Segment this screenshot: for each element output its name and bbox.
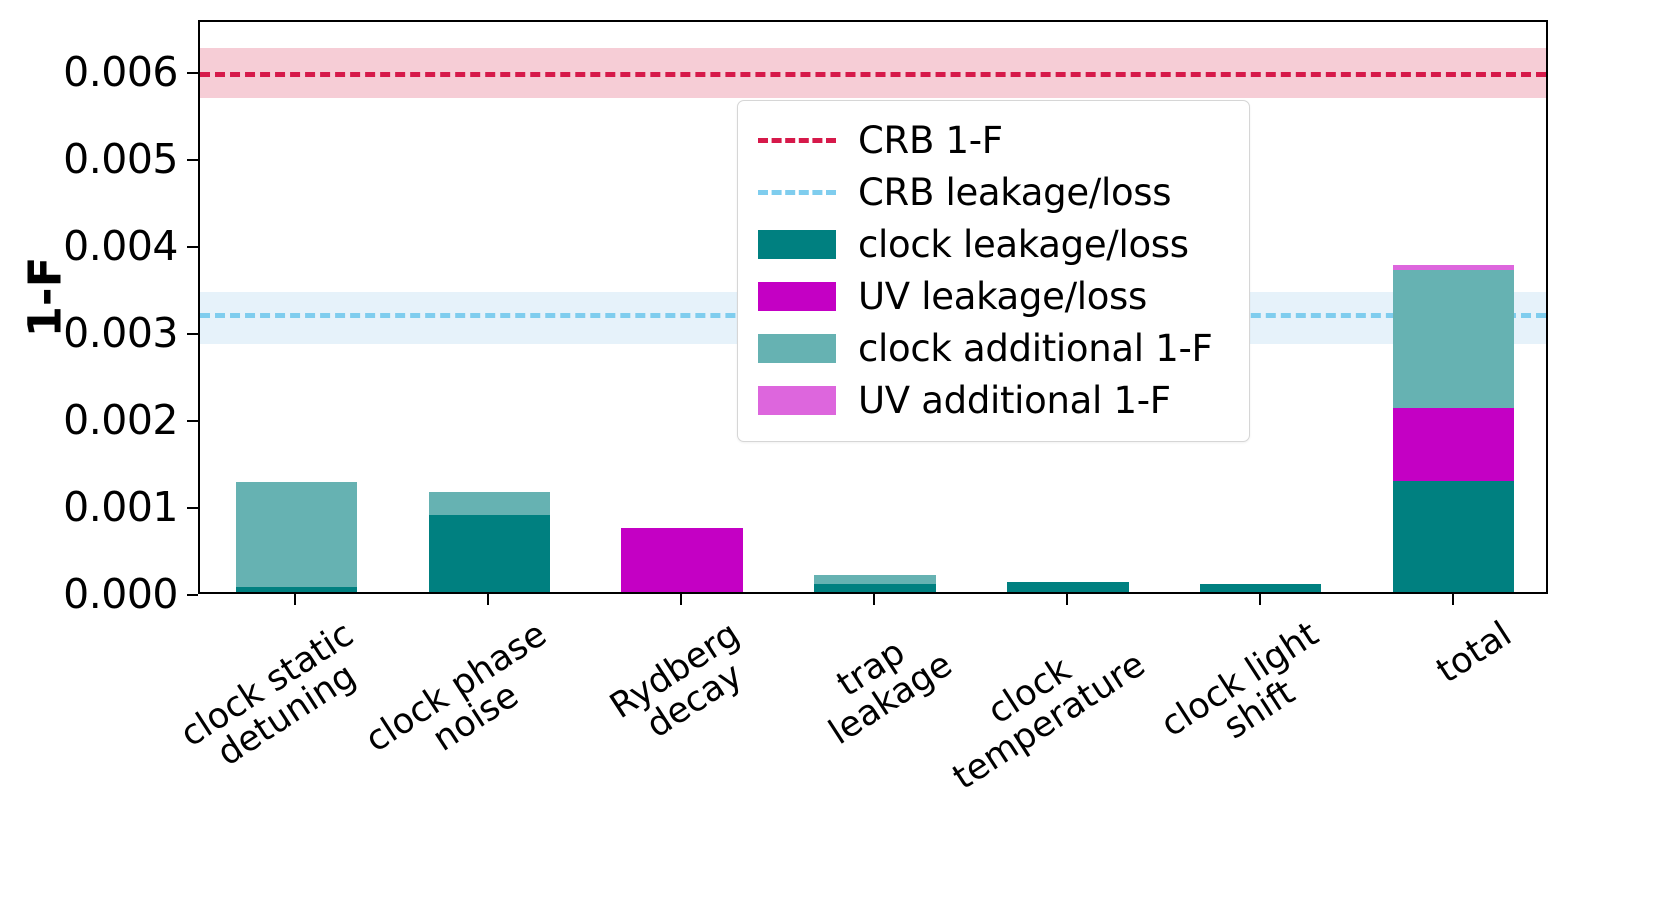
bar-segment xyxy=(1392,264,1515,271)
bar-segment xyxy=(621,527,743,592)
bar-segment xyxy=(428,514,551,592)
bar-segment xyxy=(428,491,551,515)
legend-marker xyxy=(758,333,836,363)
y-axis-tick xyxy=(187,594,198,596)
y-axis-tick-label: 0.006 xyxy=(63,48,178,96)
bar-segment xyxy=(814,575,936,585)
legend-item[interactable]: CRB 1-F xyxy=(754,114,1233,166)
x-axis-tick xyxy=(873,594,875,605)
bar-group[interactable] xyxy=(621,527,743,592)
y-axis-tick xyxy=(187,333,198,335)
legend-marker xyxy=(758,137,836,143)
x-axis-tick xyxy=(294,594,297,605)
legend-item[interactable]: clock additional 1-F xyxy=(754,322,1233,374)
bar-segment xyxy=(235,586,358,592)
x-axis-tick xyxy=(1451,594,1454,605)
y-axis-tick xyxy=(187,159,198,161)
legend-item[interactable]: UV additional 1-F xyxy=(754,374,1233,426)
legend-item-label: UV leakage/loss xyxy=(858,274,1148,318)
bar-segment xyxy=(1392,408,1515,481)
bar-group[interactable] xyxy=(235,482,358,592)
y-axis-tick xyxy=(187,507,198,509)
x-axis-tick xyxy=(487,594,490,605)
x-axis-tick xyxy=(680,594,683,605)
chart-legend[interactable]: CRB 1-F CRB leakage/loss clock leakage/los… xyxy=(737,100,1250,442)
legend-item-label: clock leakage/loss xyxy=(858,222,1189,266)
y-axis-tick-label: 0.002 xyxy=(63,396,178,444)
crb-line-fidelity xyxy=(200,71,1546,77)
y-axis-tick xyxy=(187,72,198,74)
x-axis-tick xyxy=(1258,594,1261,605)
y-axis-tick-label: 0.001 xyxy=(63,483,178,531)
y-axis-tick-label: 0.005 xyxy=(63,135,178,183)
legend-color-swatch xyxy=(754,281,840,311)
bar-group[interactable] xyxy=(428,491,551,592)
legend-color-swatch xyxy=(754,385,840,415)
bar-group[interactable] xyxy=(1392,264,1515,592)
legend-dashed-line-icon xyxy=(754,137,840,143)
y-axis-tick-label: 0.004 xyxy=(63,222,178,270)
legend-item[interactable]: CRB leakage/loss xyxy=(754,166,1233,218)
legend-item-label: CRB 1-F xyxy=(858,118,1003,162)
bar-group[interactable] xyxy=(1007,581,1129,592)
bar-segment xyxy=(1007,581,1129,592)
legend-marker xyxy=(758,229,836,259)
y-axis-tick xyxy=(187,420,198,422)
legend-item-label: clock additional 1-F xyxy=(858,326,1213,370)
bar-segment xyxy=(235,482,358,587)
x-axis-tick xyxy=(1065,594,1068,605)
legend-color-swatch xyxy=(754,333,840,363)
bar-segment xyxy=(814,584,936,592)
legend-item-label: CRB leakage/loss xyxy=(858,170,1172,214)
y-axis-tick xyxy=(187,246,198,248)
bar-group[interactable] xyxy=(814,575,936,592)
bar-group[interactable] xyxy=(1199,584,1322,592)
bar-segment xyxy=(1392,270,1515,409)
legend-color-swatch xyxy=(754,229,840,259)
bar-segment xyxy=(1392,480,1515,592)
legend-item[interactable]: clock leakage/loss xyxy=(754,218,1233,270)
y-axis-tick-label: 0.003 xyxy=(63,309,178,357)
legend-marker xyxy=(758,189,836,195)
y-axis-tick-label: 0.000 xyxy=(63,570,178,618)
legend-marker xyxy=(758,281,836,311)
legend-marker xyxy=(758,385,836,415)
legend-item[interactable]: UV leakage/loss xyxy=(754,270,1233,322)
legend-item-label: UV additional 1-F xyxy=(858,378,1171,422)
legend-dashed-line-icon xyxy=(754,189,840,195)
bar-segment xyxy=(1199,584,1322,592)
